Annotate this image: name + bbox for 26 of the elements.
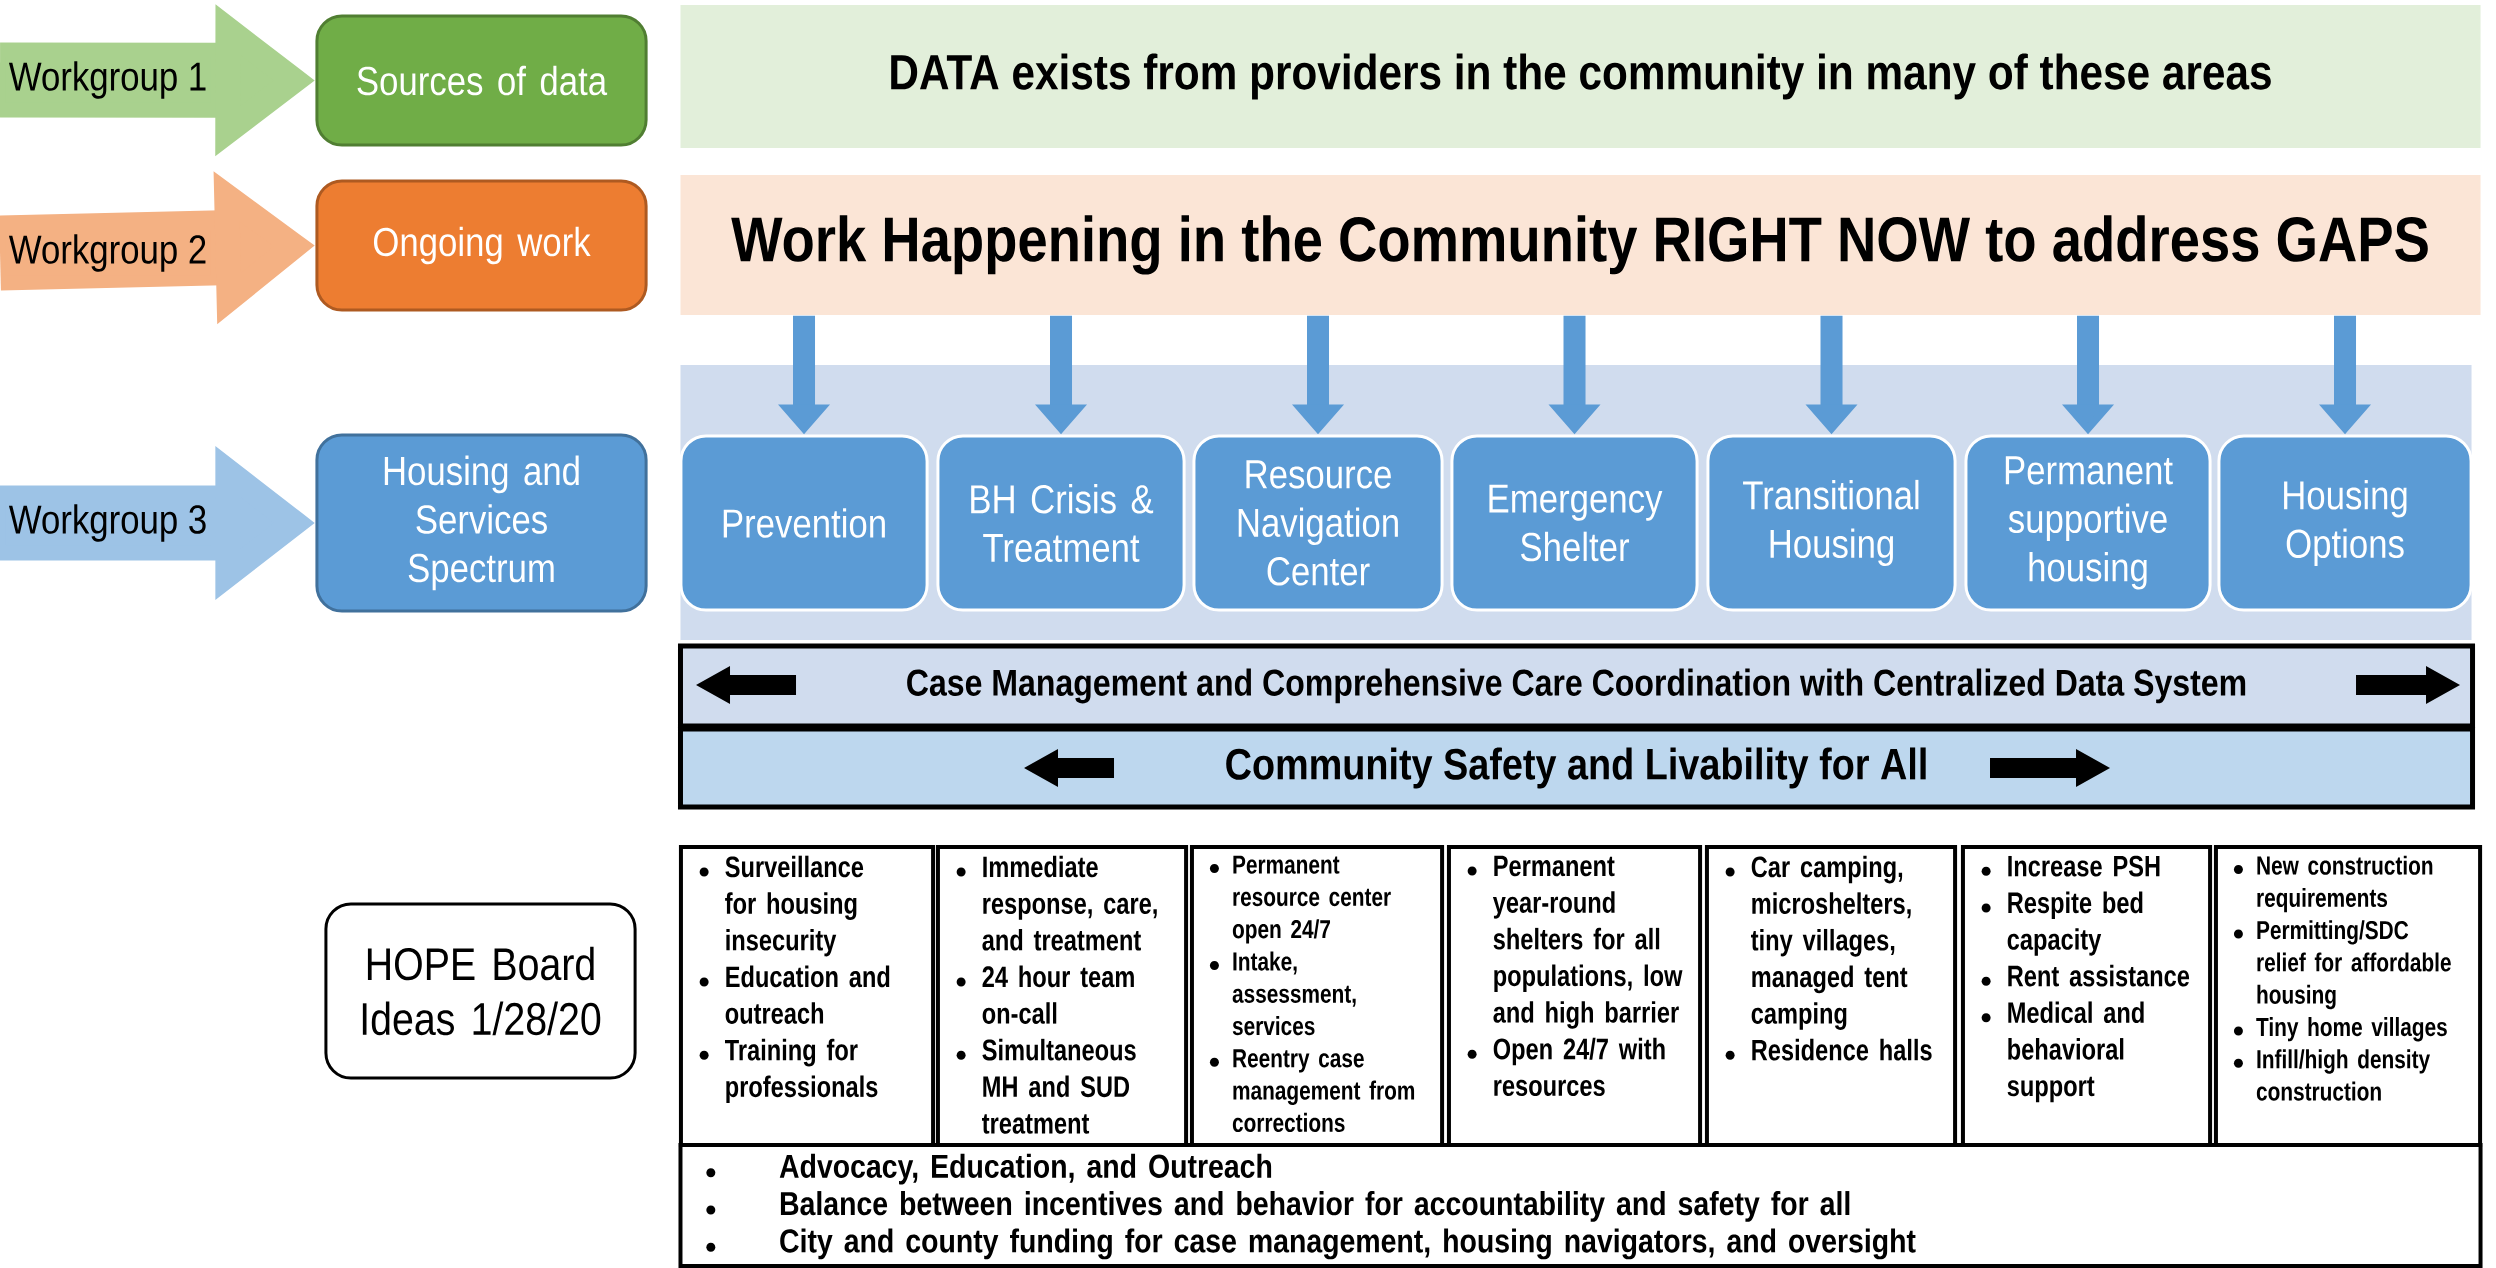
edge-label: Workgroup 3 (5, 500, 211, 546)
rounded-box: Prevention (679, 434, 929, 612)
rounded-box: Housing Options (2217, 434, 2473, 612)
edge-label: Workgroup 2 (5, 230, 211, 276)
text-box: Immediate response, care, and treatment 24 hour team on-call Simultaneous MH and SUD treatment (935, 844, 1189, 1148)
banner: Case Management and Comprehensive Care Coordination with Centralized Data System (678, 643, 2476, 729)
text-box: Surveillance for housing insecurity Education and outreach Training for professionals (678, 844, 936, 1148)
text-box: New construction requirements Permitting/SDC relief for affordable housing Tiny home villages Infill/high density construction (2213, 844, 2483, 1148)
banner: DATA exists from providers in the community in many of these areas (680, 4, 2481, 149)
rounded-box: Resource Navigation Center (1192, 434, 1444, 612)
rounded-box: Permanent supportive housing (1964, 434, 2212, 612)
rounded-box: Sources of data (315, 14, 648, 147)
rounded-box: Ongoing work (315, 179, 648, 312)
banner: Community Safety and Livability for All (678, 726, 2476, 810)
rounded-box: Emergency Shelter (1450, 434, 1699, 612)
banner: Work Happening in the Community RIGHT NOW to address GAPS (680, 174, 2481, 316)
text-box: Increase PSH Respite bed capacity Rent assistance Medical and behavioral support (1960, 844, 2213, 1148)
text-box: Permanent resource center open 24/7 Intake, assessment, services Reentry case management from corrections (1189, 844, 1445, 1148)
rounded-box: Transitional Housing (1706, 434, 1957, 612)
rounded-box: HOPE Board Ideas 1/28/20 (324, 902, 637, 1080)
text-box: Permanent year-round shelters for all populations, low and high barrier Open 24/7 with resources (1446, 844, 1703, 1148)
text-box: Advocacy, Education, and Outreach Balance between incentives and behavior for accountability and safety for all City and county funding for case management, housing navigators, and oversight (678, 1142, 2483, 1268)
edge-label: Workgroup 1 (5, 57, 211, 103)
text-box: Car camping, microshelters, tiny villages, managed tent camping Residence halls (1704, 844, 1958, 1148)
rounded-box: BH Crisis & Treatment (936, 434, 1186, 612)
rounded-box: Housing and Services Spectrum (315, 433, 648, 613)
